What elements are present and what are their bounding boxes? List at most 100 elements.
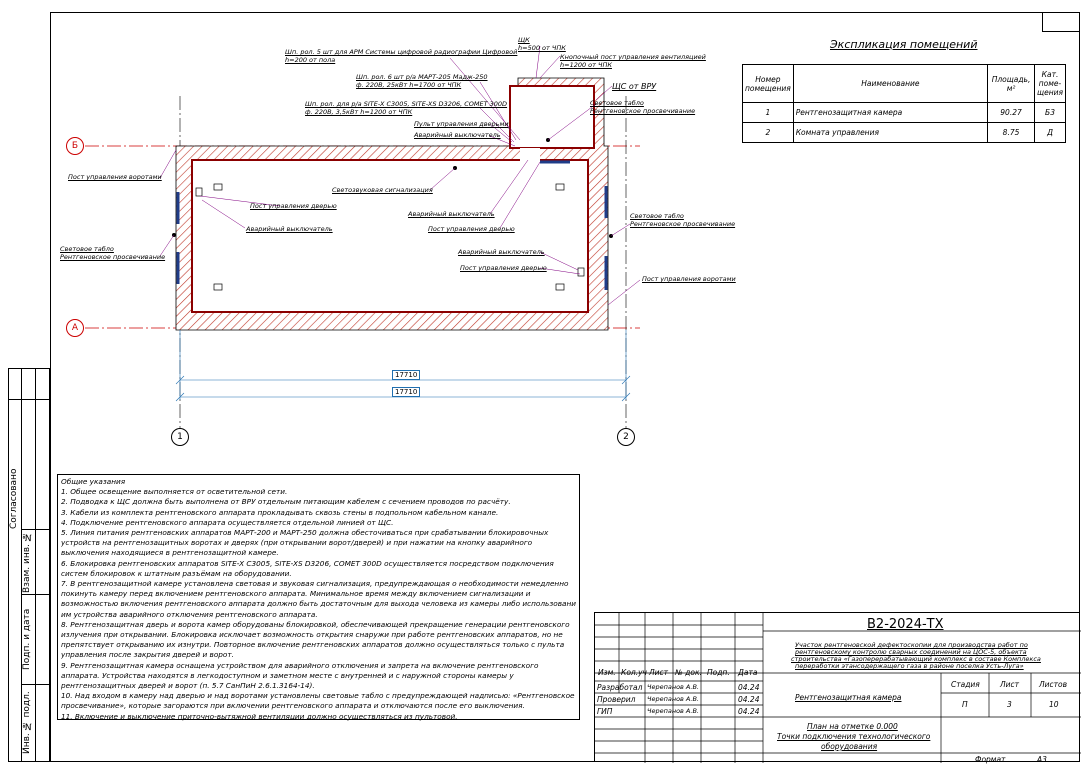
- callout-mart-sockets-spec: ф. 220В, 25кВт h=1700 от ЧПК: [356, 81, 462, 89]
- explication-title: Экспликация помещений: [830, 38, 978, 51]
- stage-value: П: [962, 700, 968, 709]
- callout-light-board-1-text: Рентгеновское просвечивание: [60, 253, 166, 261]
- format-label: Формат: [975, 755, 1006, 764]
- callout-site-sockets-spec: ф. 220В, 3,5кВт h=1200 от ЧПК: [305, 108, 413, 116]
- sheet-header: Лист: [1000, 680, 1020, 689]
- callout-light-board-1: Световое табло: [60, 245, 114, 253]
- note-line: рентгенозащитных дверей и ворот (п. 5.7 …: [61, 681, 315, 691]
- note-line: управления после закрытия дверей и ворот…: [61, 650, 234, 660]
- dimension-inner: 17710: [392, 370, 421, 380]
- col-izm: Изм.: [598, 668, 616, 677]
- expl-cell-name: Комната управления: [792, 122, 989, 143]
- callout-door-post-3: Пост управления дверью: [460, 264, 547, 272]
- corner-box: [1042, 12, 1080, 32]
- callout-emergency-switch-3: Аварийный выключатель: [408, 210, 495, 218]
- note-line: 6. Блокировка рентгеновских аппаратов SI…: [61, 558, 554, 568]
- note-line: 2. Подводка к ЩС должна быть выполнена о…: [61, 497, 511, 507]
- role-gip: ГИП: [597, 707, 613, 716]
- project-line-1: Участок рентгеновской дефектоскопии для …: [795, 641, 1028, 649]
- callout-light-board-3-text: Рентгеновское просвечивание: [590, 107, 696, 115]
- expl-cell-number: 2: [742, 122, 794, 143]
- expl-row: 1 Рентгенозащитная камера 90.27 Б3: [742, 102, 1066, 123]
- axis-b-marker: А: [66, 319, 84, 337]
- drawing-title-2: Точки подключения технологического: [777, 732, 931, 741]
- project-line-2: рентгеновскому контролю сварных соединен…: [795, 648, 1027, 656]
- col-podp: Подп.: [707, 668, 730, 677]
- expl-cell-category: Б3: [1034, 102, 1066, 123]
- note-line: препятствует открыванию их изнутри. Повт…: [61, 640, 565, 650]
- callout-shk-height: h=500 от ЧПК: [518, 44, 566, 52]
- notes-title: Общие указания: [61, 477, 126, 486]
- name-developer: Черепанов А.В.: [647, 683, 699, 691]
- drawing-title-3: оборудования: [821, 742, 878, 751]
- note-line: им устройства аварийного отключения рент…: [61, 609, 318, 619]
- expl-header-number: Номер помещения: [742, 64, 794, 103]
- name-gip: Черепанов А.В.: [647, 707, 699, 715]
- expl-row: 2 Комната управления 8.75 Д: [742, 122, 1066, 143]
- axis-a-marker: Б: [66, 137, 84, 155]
- drawing-frame: [50, 12, 1080, 762]
- note-line: 1. Общее освещение выполняется от освети…: [61, 487, 288, 497]
- callout-shield: ЩС от ВРУ: [612, 82, 657, 91]
- note-line: устройств на рентгенозащитных воротах и …: [61, 538, 533, 548]
- callout-light-board-3: Световое табло: [590, 99, 644, 107]
- expl-cell-area: 90.27: [987, 102, 1036, 123]
- note-line: аппарата. Устройства находятся в легкодо…: [61, 670, 514, 680]
- axis-2-marker: 2: [617, 428, 635, 446]
- note-line: просвечивание», которые загораются при в…: [61, 701, 525, 711]
- callout-gate-post-1: Пост управления воротами: [68, 173, 162, 181]
- col-doc: № док.: [675, 668, 702, 677]
- general-notes: Общие указания 1. Общее освещение выполн…: [57, 474, 580, 721]
- axis-1-marker: 1: [171, 428, 189, 446]
- col-list: Лист: [649, 668, 669, 677]
- expl-cell-name: Рентгенозащитная камера: [792, 102, 989, 123]
- note-line: 3. Кабели из комплекта рентгеновского ап…: [61, 507, 499, 517]
- expl-cell-category: Д: [1034, 122, 1066, 143]
- callout-light-board-2: Световое табло: [630, 212, 684, 220]
- note-line: покинуть камеру перед включением рентген…: [61, 589, 531, 599]
- note-line: возможностью включения рентгеновского ап…: [61, 599, 576, 609]
- note-line: 7. В рентгенозащитной камере установлена…: [61, 579, 569, 589]
- callout-emergency-switch-2: Аварийный выключатель: [246, 225, 333, 233]
- side-strip: Согласовано Взам. инв. № Подп. и дата Ин…: [8, 368, 50, 762]
- sheets-value: 10: [1049, 700, 1059, 709]
- doc-code: В2-2024-ТХ: [867, 617, 944, 632]
- callout-light-board-2-text: Рентгеновское просвечивание: [630, 220, 736, 228]
- expl-cell-area: 8.75: [987, 122, 1036, 143]
- callout-door-post-1: Пост управления дверью: [250, 202, 337, 210]
- callout-arm-sockets: Шп. рол. 5 шт для АРМ Системы цифровой р…: [285, 48, 518, 56]
- date-gip: 04.24: [738, 707, 760, 716]
- drawing-title-1: План на отметке 0.000: [807, 722, 898, 731]
- name-checker: Черепанов А.В.: [647, 695, 699, 703]
- note-line: 10. Над входом в камеру над дверью и над…: [61, 691, 575, 701]
- format-value: А3: [1037, 755, 1047, 764]
- callout-vent-post: Кнопочный пост управления вентиляцией: [560, 53, 706, 61]
- callout-gate-post-2: Пост управления воротами: [642, 275, 736, 283]
- explication-table: Номер помещения Наименование Площадь, м²…: [742, 64, 1066, 143]
- sheets-header: Листов: [1039, 680, 1068, 689]
- col-date: Дата: [738, 668, 758, 677]
- note-line: выключения находящиеся в рентгенозащитно…: [61, 548, 279, 558]
- callout-vent-post-height: h=1200 от ЧПК: [560, 61, 612, 69]
- callout-site-sockets: Шп. рол. для р/а SITE-X С3005, SITE-XS D…: [305, 100, 508, 108]
- callout-emergency-switch-1: Аварийный выключатель: [414, 131, 501, 139]
- expl-cell-number: 1: [742, 102, 794, 123]
- col-kol: Кол.уч: [621, 668, 647, 677]
- callout-emergency-switch-4: Аварийный выключатель: [458, 248, 545, 256]
- callout-mart-sockets: Шп. рол. 6 шт р/а МАРТ-205 Мадж-250: [356, 73, 488, 81]
- note-line: 9. Рентгенозащитная камера оснащена устр…: [61, 660, 539, 670]
- expl-header-name: Наименование: [792, 64, 989, 103]
- title-block: В2-2024-ТХ Участок рентгеновской дефекто…: [594, 612, 1081, 764]
- sheet-value: 3: [1007, 700, 1012, 709]
- callout-shk: ЩК: [518, 36, 530, 44]
- callout-arm-sockets-height: h=200 от пола: [285, 56, 336, 64]
- project-line-3: строительства «Газоперерабатывающий комп…: [791, 655, 1041, 663]
- note-line: 11. Включение и выключение приточно-вытя…: [61, 711, 458, 721]
- date-checker: 04.24: [738, 695, 760, 704]
- role-checker: Проверил: [597, 695, 636, 704]
- note-line: 5. Линия питания рентгеновских аппаратов…: [61, 528, 549, 538]
- object-name: Рентгенозащитная камера: [795, 693, 902, 702]
- expl-header-category: Кат. поме-щения: [1034, 64, 1066, 103]
- role-developer: Разработал: [597, 683, 643, 692]
